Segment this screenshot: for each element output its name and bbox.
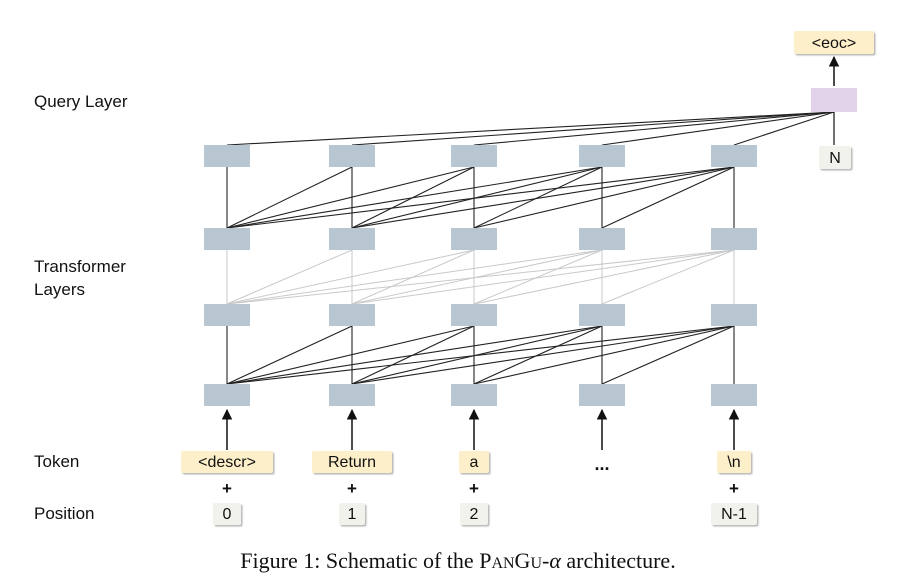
attention-edge: [226, 166, 353, 229]
transformer-node: [329, 228, 375, 250]
token-box: [312, 451, 392, 473]
token-text: Return: [328, 454, 376, 471]
query-position-box: [819, 146, 851, 169]
transformer-node: [451, 384, 497, 406]
token-text: \n: [727, 454, 740, 471]
attention-edge: [226, 325, 735, 385]
position-text: 0: [223, 506, 232, 523]
plus-sign: +: [347, 479, 357, 498]
attention-edges: [226, 111, 835, 385]
attention-edge: [351, 249, 735, 305]
query-attention-edge: [226, 111, 835, 146]
query-attention-edge: [733, 111, 835, 146]
query-position-text: N: [829, 150, 841, 167]
token-text: a: [470, 454, 479, 471]
attention-edge: [473, 249, 735, 305]
transformer-node: [711, 384, 757, 406]
transformer-node: [711, 228, 757, 250]
transformer-node: [579, 228, 625, 250]
transformer-node: [711, 304, 757, 326]
position-box: [460, 503, 488, 525]
attention-edge: [473, 166, 603, 229]
position-text: 1: [348, 506, 357, 523]
transformer-node: [204, 304, 250, 326]
transformer-node: [329, 145, 375, 167]
attention-edge: [226, 249, 735, 305]
token-text: <descr>: [198, 454, 256, 471]
token-label: Token: [34, 452, 79, 471]
ellipsis-token: ...: [594, 454, 609, 474]
transformer-node: [579, 384, 625, 406]
attention-edge: [351, 166, 735, 229]
query-column: <eoc> N: [794, 31, 874, 169]
transformer-node: [579, 304, 625, 326]
attention-edge: [226, 249, 475, 305]
attention-edge: [473, 325, 735, 385]
attention-edge: [226, 249, 353, 305]
position-box: [711, 503, 757, 525]
transformer-node: [204, 228, 250, 250]
query-attention-edge: [351, 111, 835, 146]
attention-edge: [226, 325, 353, 385]
attention-edge: [473, 166, 735, 229]
output-token-box: [794, 31, 874, 54]
attention-edge: [601, 249, 735, 305]
position-box: [339, 503, 365, 525]
attention-edge: [473, 249, 603, 305]
position-text: 2: [470, 506, 479, 523]
transformer-node: [329, 384, 375, 406]
layer-nodes: [204, 145, 757, 406]
attention-edge: [226, 249, 603, 305]
transformer-layers-label-line2: Layers: [34, 280, 85, 299]
attention-edge: [601, 325, 735, 385]
output-token-text: <eoc>: [812, 35, 856, 52]
attention-edge: [226, 166, 475, 229]
transformer-layers-label-line1: Transformer: [34, 257, 126, 276]
transformer-node: [329, 304, 375, 326]
transformer-node: [204, 384, 250, 406]
query-layer-label: Query Layer: [34, 92, 128, 111]
transformer-node: [579, 145, 625, 167]
attention-edge: [226, 325, 603, 385]
attention-edge: [351, 325, 735, 385]
attention-edge: [226, 166, 603, 229]
attention-edge: [226, 325, 475, 385]
attention-edge: [226, 166, 735, 229]
query-attention-edge: [473, 111, 835, 146]
position-text: N-1: [721, 506, 747, 523]
position-box: [213, 503, 241, 525]
attention-edge: [601, 166, 735, 229]
transformer-node: [451, 145, 497, 167]
transformer-node: [451, 228, 497, 250]
attention-edge: [473, 325, 603, 385]
figure-caption: Figure 1: Schematic of the PANGU-α archi…: [240, 548, 675, 573]
plus-sign: +: [729, 479, 739, 498]
query-node: [811, 88, 857, 112]
token-box: [717, 451, 751, 473]
transformer-node: [451, 304, 497, 326]
token-box: [459, 451, 489, 473]
transformer-node: [711, 145, 757, 167]
plus-sign: +: [222, 479, 232, 498]
input-column: <descr> +0 Return +1 a +2... \n + N-1: [181, 408, 757, 525]
transformer-node: [204, 145, 250, 167]
query-attention-edge: [601, 111, 835, 146]
position-label: Position: [34, 504, 94, 523]
plus-sign: +: [469, 479, 479, 498]
token-box: [181, 451, 273, 473]
